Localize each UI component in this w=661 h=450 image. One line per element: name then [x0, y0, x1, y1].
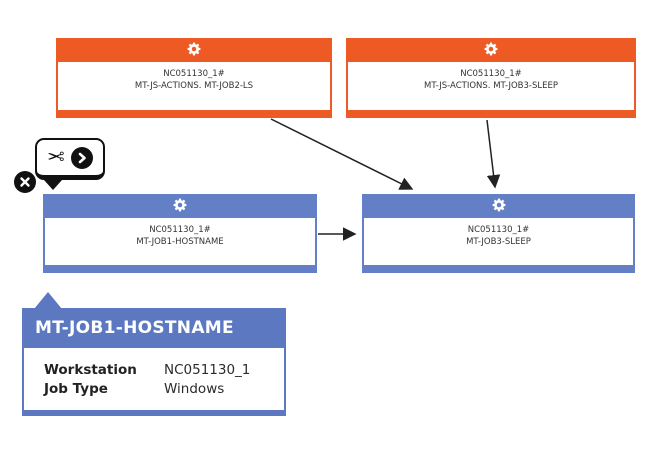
node-header [364, 196, 633, 220]
close-icon [20, 177, 30, 187]
node-jobname: MT-JOB3-SLEEP [466, 237, 531, 247]
node-workstation: NC051130_1# [467, 225, 530, 235]
more-actions-button[interactable] [70, 146, 93, 169]
gear-icon [491, 197, 507, 217]
jobtype-label: Job Type [44, 381, 108, 397]
node-label: NC051130_1# MT-JOB1-HOSTNAME [45, 220, 315, 263]
close-toolbar-button[interactable] [14, 171, 36, 193]
node-label: NC051130_1# MT-JS-ACTIONS. MT-JOB2-LS [58, 64, 330, 108]
tooltip-row-workstation: Workstation NC051130_1 [44, 361, 276, 380]
node-label: NC051130_1# MT-JS-ACTIONS. MT-JOB3-SLEEP [348, 64, 634, 108]
workstation-label: Workstation [44, 362, 137, 378]
arrow-job3action-to-job3sleep [486, 119, 501, 189]
tooltip-title: MT-JOB1-HOSTNAME [22, 308, 286, 348]
node-workstation: NC051130_1# [163, 69, 225, 79]
node-header [58, 40, 330, 64]
tooltip-body: Workstation NC051130_1 Job Type Windows [22, 348, 286, 416]
arrow-job2ls-to-job3sleep [270, 118, 414, 190]
toolbar-popup-tail [44, 180, 62, 190]
job-node-mt-job3-sleep-action[interactable]: NC051130_1# MT-JS-ACTIONS. MT-JOB3-SLEEP [346, 38, 636, 118]
gear-icon [186, 41, 202, 61]
node-workstation: NC051130_1# [149, 225, 211, 235]
jobtype-value: Windows [164, 381, 225, 397]
node-footer [45, 263, 315, 271]
node-action-toolbar: ✂ [35, 138, 105, 180]
tooltip-row-jobtype: Job Type Windows [44, 380, 276, 399]
node-jobname: MT-JS-ACTIONS. MT-JOB3-SLEEP [423, 81, 558, 91]
node-header [348, 40, 634, 64]
node-jobname: MT-JOB1-HOSTNAME [136, 237, 224, 247]
job-node-mt-job2-ls[interactable]: NC051130_1# MT-JS-ACTIONS. MT-JOB2-LS [56, 38, 332, 118]
gear-icon [172, 197, 188, 217]
job-node-mt-job1-hostname[interactable]: NC051130_1# MT-JOB1-HOSTNAME [43, 194, 317, 273]
node-footer [348, 108, 634, 116]
cut-scissors-icon[interactable]: ✂ [47, 145, 65, 169]
node-footer [58, 108, 330, 116]
node-header [45, 196, 315, 220]
chevron-right-icon [78, 152, 86, 163]
workstation-value: NC051130_1 [164, 362, 251, 378]
job-node-mt-job3-sleep[interactable]: NC051130_1# MT-JOB3-SLEEP [362, 194, 635, 273]
node-label: NC051130_1# MT-JOB3-SLEEP [364, 220, 633, 263]
job-details-tooltip: MT-JOB1-HOSTNAME Workstation NC051130_1 J… [22, 308, 286, 416]
node-footer [364, 263, 633, 271]
node-jobname: MT-JS-ACTIONS. MT-JOB2-LS [134, 81, 254, 91]
tooltip-caret [34, 292, 62, 309]
gear-icon [483, 41, 499, 61]
node-workstation: NC051130_1# [460, 69, 522, 79]
